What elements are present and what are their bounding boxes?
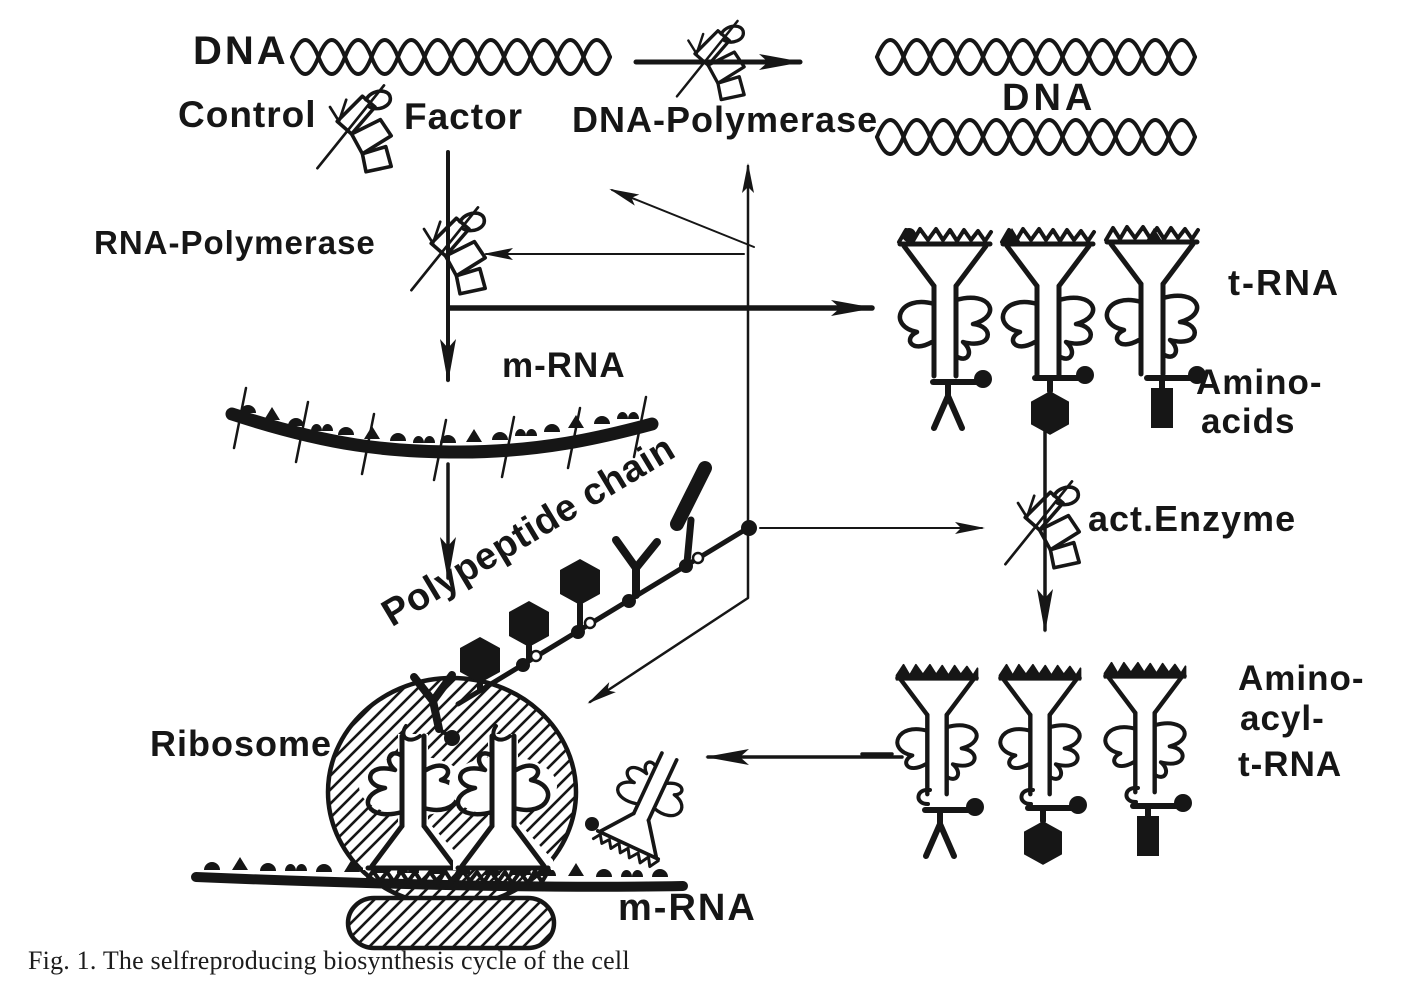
label-aminoacyl-line2: acyl- bbox=[1240, 699, 1325, 738]
label-amino-acids-line2: acids bbox=[1201, 402, 1296, 441]
aminoacyl-trna-2 bbox=[1000, 665, 1087, 865]
label-dna-top-left: DNA bbox=[193, 29, 289, 73]
arrow-to-ribosome bbox=[587, 534, 750, 704]
free-trna bbox=[585, 742, 700, 869]
polypeptide-chain-drawing bbox=[455, 461, 757, 707]
label-factor: Factor bbox=[404, 96, 524, 137]
amino-acid-1-icon bbox=[933, 370, 992, 428]
dna-helix-right-top bbox=[875, 38, 1197, 76]
aminoacyl-trna-1 bbox=[897, 665, 984, 856]
ribosome-trna-left bbox=[359, 734, 467, 883]
dna-helix-left bbox=[290, 38, 612, 76]
trna-1 bbox=[899, 228, 991, 376]
nascent-chain-start bbox=[410, 671, 460, 746]
label-trna: t-RNA bbox=[1228, 262, 1340, 303]
trna-2 bbox=[1002, 228, 1094, 376]
dna-helix-right-bottom bbox=[875, 118, 1197, 156]
label-mrna-top: m-RNA bbox=[502, 346, 626, 385]
mrna-band-top bbox=[225, 386, 659, 482]
feedback-arrow-to-dna-polymerase bbox=[609, 188, 755, 248]
label-dna-polymerase: DNA-Polymerase bbox=[572, 99, 879, 140]
label-amino-acids-line1: Amino- bbox=[1196, 363, 1323, 402]
chain-junction-dot bbox=[741, 520, 757, 536]
label-ribosome: Ribosome bbox=[150, 723, 333, 764]
ribosome-trna-right bbox=[449, 734, 557, 883]
label-aminoacyl-line1: Amino- bbox=[1238, 659, 1365, 698]
label-rna-polymerase: RNA-Polymerase bbox=[94, 224, 376, 261]
aminoacyl-trna-3 bbox=[1105, 663, 1192, 856]
act-enzyme-icon bbox=[1003, 479, 1081, 570]
control-factor-enzyme-icon bbox=[315, 83, 394, 174]
trna-hooks bbox=[401, 724, 512, 742]
figure-caption: Fig. 1. The selfreproducing biosynthesis… bbox=[28, 946, 630, 975]
trna-3 bbox=[1106, 227, 1198, 374]
label-act-enzyme: act.Enzyme bbox=[1088, 498, 1297, 539]
ribosome-small-subunit bbox=[345, 895, 557, 951]
label-control: Control bbox=[178, 94, 317, 135]
label-mrna-bottom: m-RNA bbox=[618, 887, 757, 929]
label-aminoacyl-line3: t-RNA bbox=[1238, 745, 1343, 784]
amino-acid-2-icon bbox=[1031, 366, 1094, 435]
mrna-band-bottom bbox=[191, 856, 688, 892]
label-dna-top-right: DNA bbox=[1002, 77, 1097, 119]
